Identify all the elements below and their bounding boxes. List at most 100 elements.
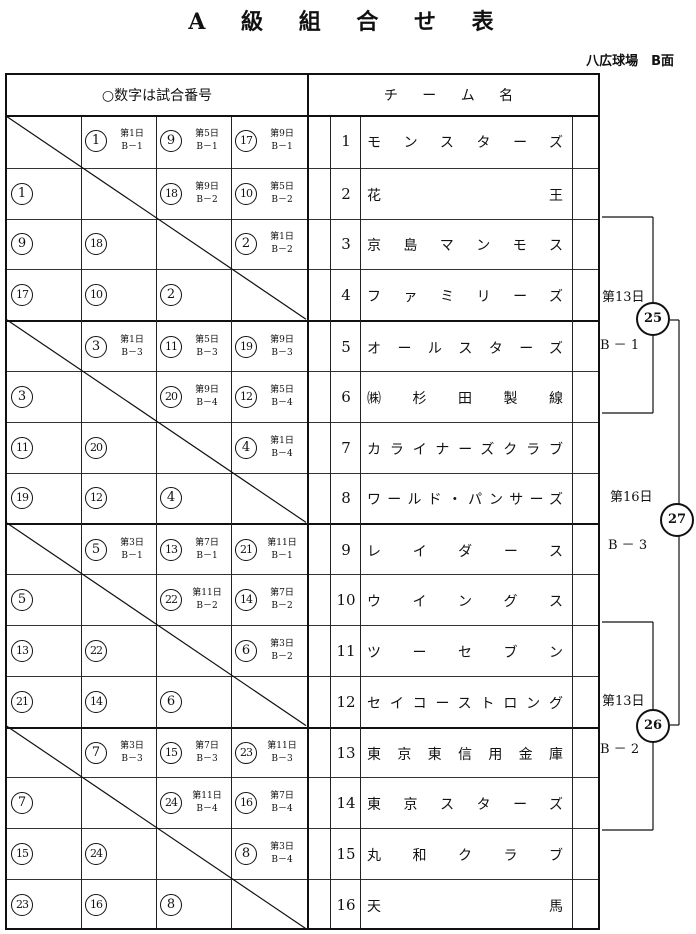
game-day: 第7日 <box>195 740 219 751</box>
match-cell: 10 <box>81 270 156 320</box>
game-number-circle: 8 <box>235 843 257 866</box>
match-cell: 18 <box>81 220 156 270</box>
match-cell: 16 <box>81 880 156 930</box>
divider <box>231 117 232 928</box>
game-court: B－3 <box>271 753 293 764</box>
game-number-circle: 4 <box>235 436 257 459</box>
game-day: 第3日 <box>120 537 144 548</box>
team-number: 9 <box>341 540 351 559</box>
game-number-circle: 4 <box>160 487 182 510</box>
game-26-day: 第13日 <box>602 694 645 709</box>
game-number-circle: 6 <box>160 690 182 713</box>
game-number-circle: 22 <box>160 589 182 612</box>
game-number-circle: 10 <box>235 182 257 205</box>
team-name: 丸和クラブ <box>367 848 565 865</box>
match-cell <box>81 778 156 828</box>
team-number: 14 <box>336 794 356 813</box>
game-number-circle: 20 <box>85 436 107 459</box>
team-number: 13 <box>336 743 356 762</box>
game-court: B－3 <box>121 347 143 358</box>
game-number-circle: 15 <box>160 741 182 764</box>
game-number-circle: 10 <box>85 284 107 307</box>
game-number-circle: 2 <box>160 284 182 307</box>
match-cell: 5 <box>7 575 82 625</box>
game-number-circle: 18 <box>85 233 107 256</box>
match-cell <box>81 372 156 422</box>
team-number: 5 <box>341 337 351 356</box>
match-cell: 17 <box>7 270 82 320</box>
game-court: B－4 <box>196 397 218 408</box>
game-day: 第5日 <box>270 181 294 192</box>
game-day: 第1日 <box>270 435 294 446</box>
game-day: 第3日 <box>120 740 144 751</box>
match-cell: 15 <box>7 829 82 879</box>
game-court: B－4 <box>271 448 293 459</box>
team-name: 東京スターズ <box>367 797 565 814</box>
team-number: 8 <box>341 489 351 508</box>
team-number: 4 <box>341 286 351 305</box>
game-day: 第7日 <box>270 791 294 802</box>
game-25-day: 第13日 <box>602 290 645 305</box>
divider <box>81 117 82 928</box>
divider <box>156 117 157 928</box>
game-day: 第9日 <box>195 384 219 395</box>
game-number-circle: 7 <box>85 741 107 764</box>
team-name-header: チ ー ム 名 <box>309 75 598 117</box>
game-number-circle: 19 <box>235 335 257 358</box>
match-cell <box>7 322 82 371</box>
game-number-circle: 11 <box>160 335 182 358</box>
match-cell <box>231 880 306 930</box>
game-court: B－4 <box>196 804 218 815</box>
team-name: セイコーストロング <box>367 695 565 712</box>
game-number-circle: 2 <box>235 233 257 256</box>
game-27-circle: 27 <box>660 503 694 537</box>
match-cell <box>7 729 82 778</box>
game-court: B－1 <box>271 142 293 153</box>
team-name: レイダース <box>367 543 565 560</box>
team-number: 6 <box>341 387 351 406</box>
match-cell: 3 <box>7 372 82 422</box>
page-title: A 級 組 合 せ 表 <box>188 9 508 35</box>
game-day: 第7日 <box>270 588 294 599</box>
match-cell <box>231 270 306 320</box>
game-number-circle: 16 <box>235 792 257 815</box>
game-number-circle: 22 <box>85 639 107 662</box>
game-number-circle: 3 <box>11 385 33 408</box>
game-number-circle: 16 <box>85 893 107 916</box>
game-day: 第5日 <box>270 384 294 395</box>
game-day: 第1日 <box>270 232 294 243</box>
match-cell <box>156 423 231 473</box>
match-cell <box>81 169 156 219</box>
match-cell: 24 <box>81 829 156 879</box>
game-court: B－1 <box>121 142 143 153</box>
game-25-circle: 25 <box>636 302 670 336</box>
team-number: 3 <box>341 235 351 254</box>
